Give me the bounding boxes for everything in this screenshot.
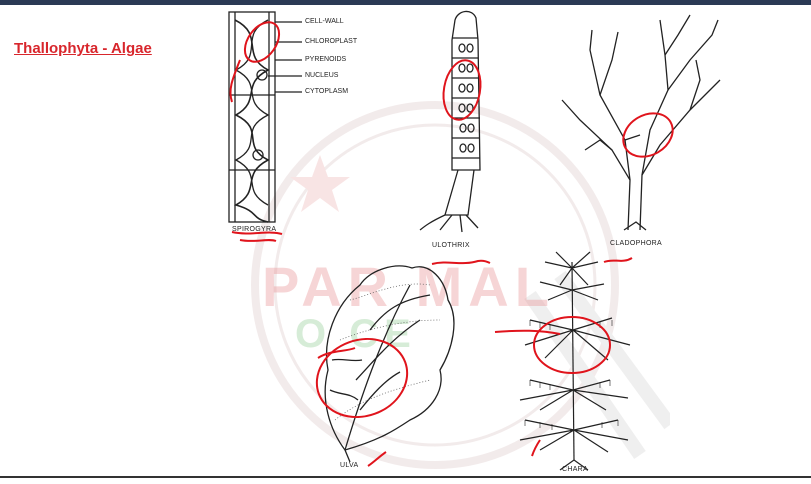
caption-chara: CHARA — [562, 466, 588, 473]
bottom-border — [0, 476, 811, 478]
